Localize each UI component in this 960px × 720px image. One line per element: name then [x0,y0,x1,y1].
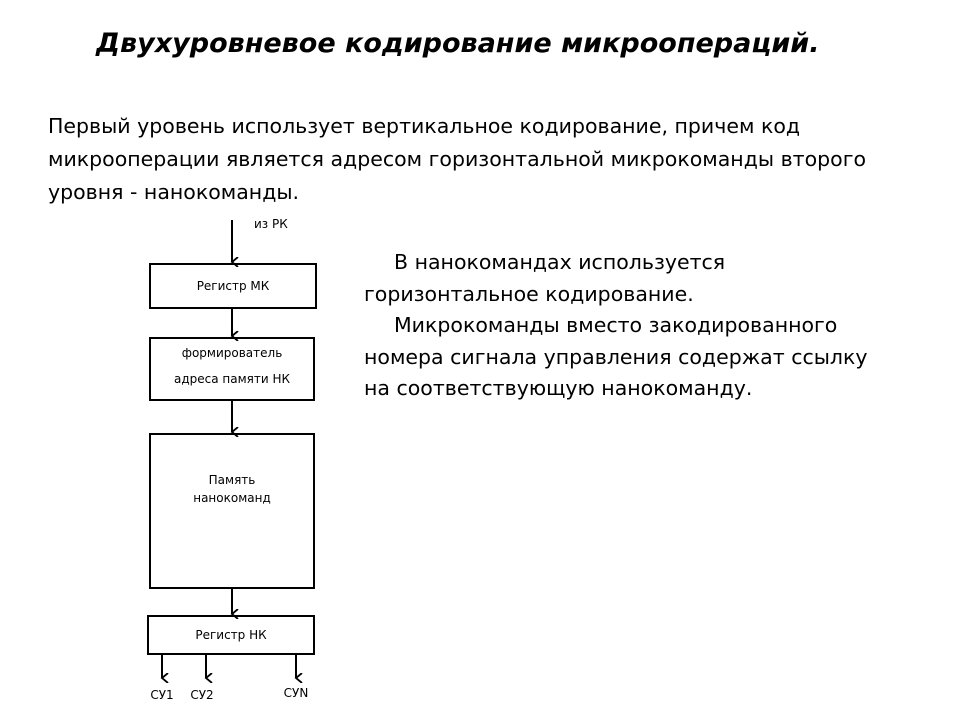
memory-label-1: Память [209,473,256,487]
side-line: горизонтальное кодирование. [364,281,694,306]
output-label-n: СУN [284,686,309,700]
side-line: номера сигнала управления содержат ссылк… [364,344,868,369]
output-label-2: СУ2 [190,688,213,702]
intro-line: Первый уровень использует вертикальное к… [48,114,801,138]
register-nk-label: Регистр НК [195,628,267,642]
side-paragraph: В нанокомандах используется горизонтальн… [364,247,944,405]
input-label: из РК [254,217,288,231]
slide-title: Двухуровневое кодирование микроопераций. [96,28,820,59]
address-former-label-1: формирователь [182,346,283,360]
side-line: В нанокомандах используется [394,250,726,274]
output-label-1: СУ1 [150,688,173,702]
address-former-label-2: адреса памяти НК [174,372,291,386]
nanocommand-memory-block [149,433,315,589]
intro-paragraph: Первый уровень использует вертикальное к… [48,110,928,209]
register-mk-label: Регистр МК [197,279,270,293]
side-line: на соответствующую нанокоманду. [364,376,753,400]
intro-line: уровня - нанокоманды. [48,180,300,204]
side-line: Микрокоманды вместо закодированного [394,313,838,337]
memory-label-2: нанокоманд [193,491,271,505]
intro-line: микрооперации является адресом горизонта… [48,147,867,171]
register-nk-block [147,615,315,655]
